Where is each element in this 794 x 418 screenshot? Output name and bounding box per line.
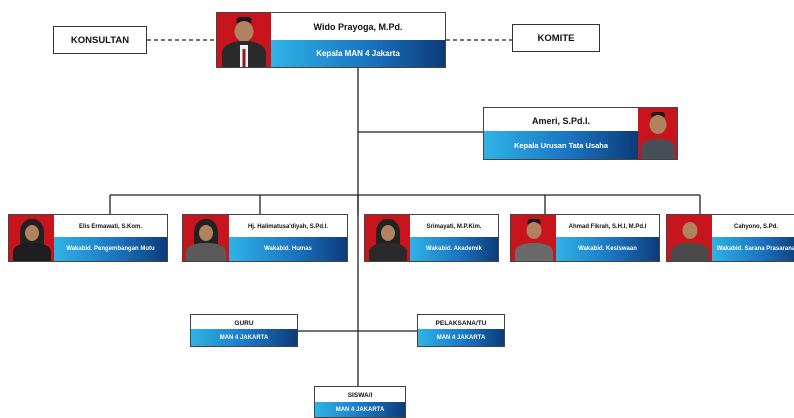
wakabid-role-4: Wakabid. Kesiswaan [556,237,659,261]
wakabid-role-3: Wakabid. Akademik [410,237,498,261]
wakabid-name-3: Srimayati, M.P.Kim. [426,224,482,230]
wakabid-photo-1 [9,215,54,261]
konsultan-box: KONSULTAN [53,26,147,54]
pelaksana-box: PELAKSANA/TU MAN 4 JAKARTA [417,314,505,347]
siswa-sub: MAN 4 JAKARTA [315,402,405,417]
wakabid-card-4: Ahmad Fikrah, S.H.I, M.Pd.I Wakabid. Kes… [510,214,660,262]
wakabid-card-1: Elis Ermawati, S.Kom. Wakabid. Pengemban… [8,214,168,262]
wakabid-photo-3 [365,215,410,261]
wakabid-role-5: Wakabid. Sarana Prasarana [712,237,794,261]
wakabid-role-1: Wakabid. Pengembangan Mutu [54,237,167,261]
tu-name: Ameri, S.Pd.I. [531,115,591,126]
wakabid-card-5: Cahyono, S.Pd. Wakabid. Sarana Prasarana [666,214,794,262]
guru-title: GURU [234,319,254,327]
wakabid-card-2: Hj. Halimatusa'diyah, S.Pd.I. Wakabid. H… [182,214,348,262]
wakabid-name-1: Elis Ermawati, S.Kom. [78,224,143,230]
tu-card: Ameri, S.Pd.I. Kepala Urusan Tata Usaha [483,107,678,160]
siswa-title: SISWA/I [347,392,373,399]
wakabid-photo-2 [183,215,229,261]
guru-sub: MAN 4 JAKARTA [191,329,297,346]
wakabid-role-2: Wakabid. Humas [229,237,347,261]
siswa-box: SISWA/I MAN 4 JAKARTA [314,386,406,418]
head-name: Wido Prayoga, M.Pd. [313,21,403,32]
head-card: Wido Prayoga, M.Pd. Kepala MAN 4 Jakarta [216,12,446,68]
tu-photo [638,108,677,159]
head-photo [217,13,271,67]
wakabid-photo-4 [511,215,556,261]
wakabid-card-3: Srimayati, M.P.Kim. Wakabid. Akademik [364,214,499,262]
head-role: Kepala MAN 4 Jakarta [271,40,445,67]
tu-role: Kepala Urusan Tata Usaha [484,131,638,159]
wakabid-photo-5 [667,215,712,261]
pelaksana-title: PELAKSANA/TU [435,319,487,327]
komite-box: KOMITE [512,24,600,52]
pelaksana-sub: MAN 4 JAKARTA [418,329,504,346]
wakabid-name-4: Ahmad Fikrah, S.H.I, M.Pd.I [568,224,647,230]
wakabid-name-5: Cahyono, S.Pd. [733,224,778,230]
wakabid-name-2: Hj. Halimatusa'diyah, S.Pd.I. [247,224,329,230]
guru-box: GURU MAN 4 JAKARTA [190,314,298,347]
